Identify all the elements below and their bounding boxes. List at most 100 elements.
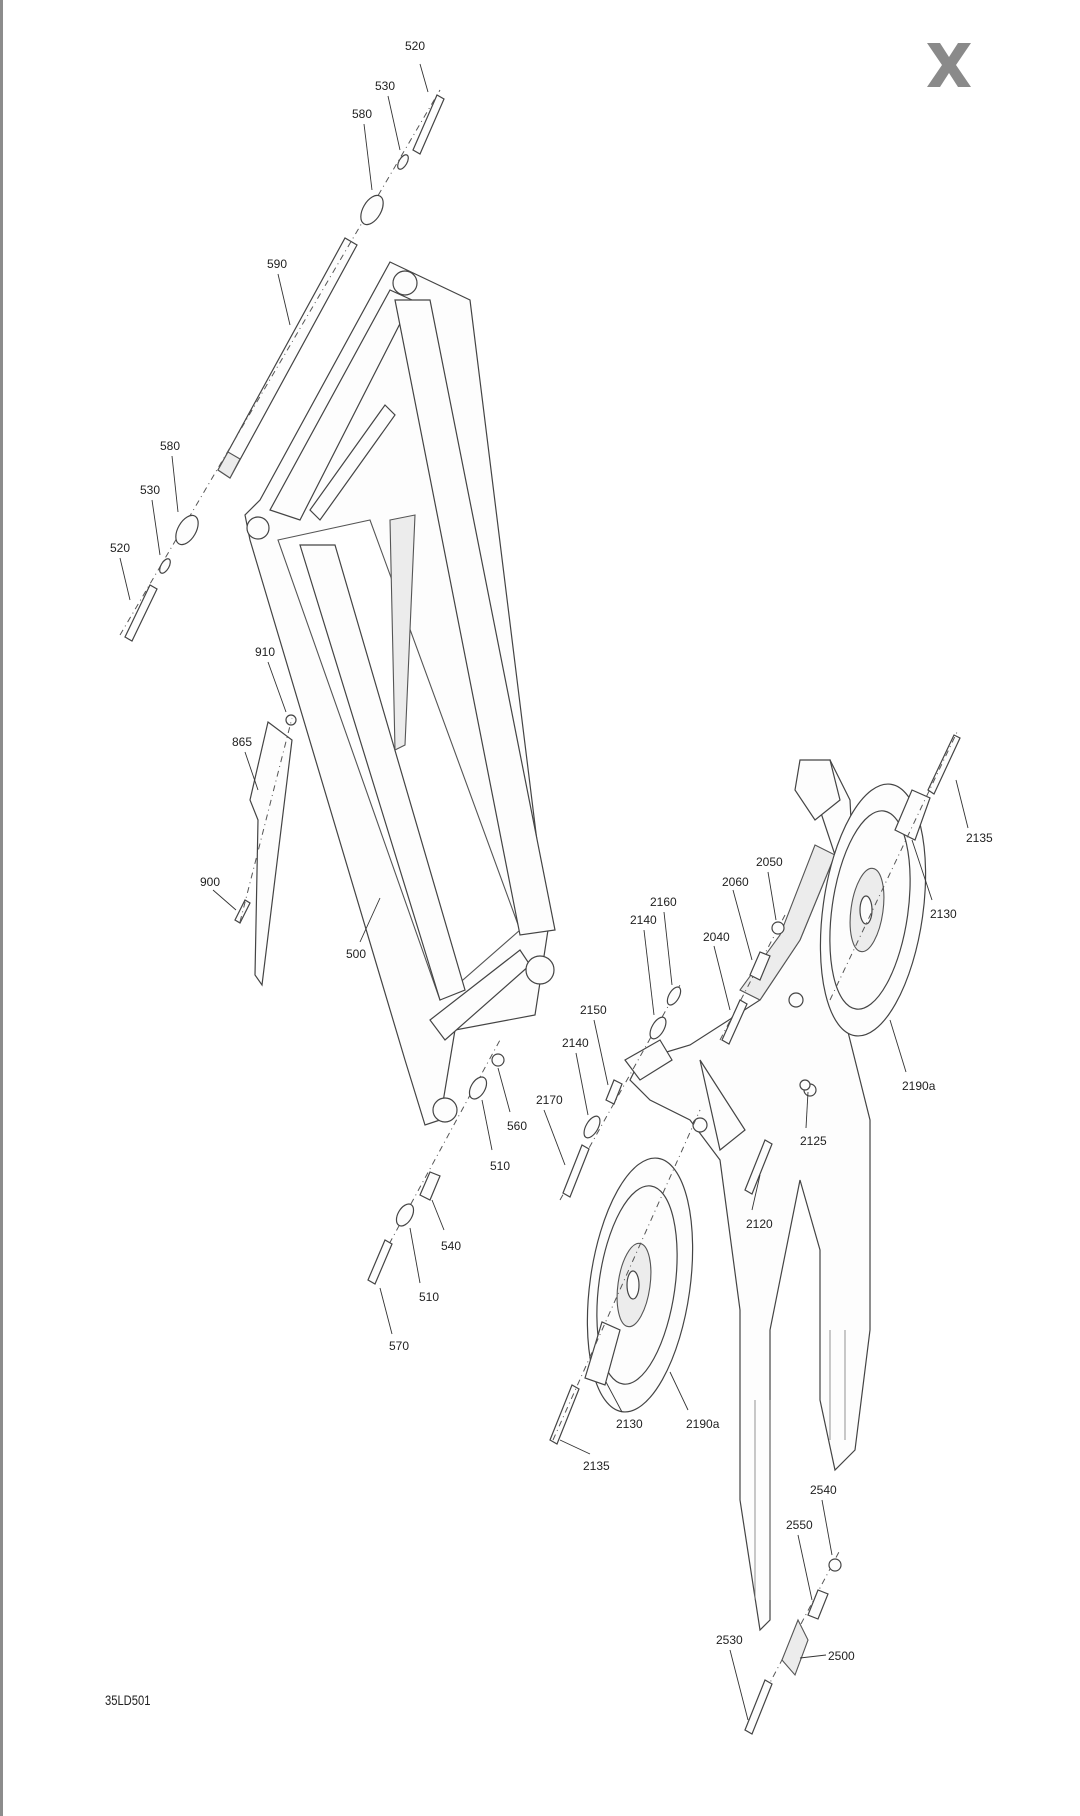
- bolt-2135-upper: [927, 734, 961, 795]
- callout-label: 2125: [800, 1134, 827, 1148]
- spacer-580-top: [360, 194, 384, 226]
- bolt-520-bottom: [124, 584, 158, 642]
- callout-label: 580: [352, 107, 372, 121]
- nut-560: [491, 1053, 505, 1067]
- front-pivot-group: [367, 1039, 505, 1285]
- callout-label: 900: [200, 875, 220, 889]
- callout-label: 520: [110, 541, 130, 555]
- bolt-2040: [721, 999, 748, 1045]
- callout-label: 2540: [810, 1483, 837, 1497]
- nut-2540: [828, 1558, 842, 1572]
- rear-arm-assembly: [244, 261, 556, 1126]
- washer-2140-lower: [583, 1115, 601, 1139]
- callout-label: 570: [389, 1339, 409, 1353]
- axis-line-upper-stack: [719, 914, 786, 1041]
- shaft-590-group: [119, 89, 445, 642]
- rear-frame-body: [629, 758, 871, 1632]
- close-button[interactable]: [918, 34, 980, 96]
- wheel-lower-bore: [626, 1270, 640, 1300]
- axis-line-front-pivot: [374, 1039, 501, 1271]
- callout-label: 2060: [722, 875, 749, 889]
- bolt-570: [367, 1239, 393, 1285]
- upper-hardware-stack: [719, 914, 811, 1195]
- callout-label: 530: [375, 79, 395, 93]
- arm-lower-eye: [525, 955, 555, 985]
- callout-label: 2530: [716, 1633, 743, 1647]
- rear-frame-front-eye: [624, 1039, 673, 1081]
- front-hardware-stack: [559, 984, 682, 1201]
- link-2500: [781, 1618, 809, 1677]
- washer-2140-upper: [649, 1016, 667, 1040]
- callout-label: 2550: [786, 1518, 813, 1532]
- left-edge-border: [0, 0, 3, 1816]
- callout-leaders: [119, 63, 969, 1721]
- arm-front-eye: [432, 1097, 458, 1123]
- axis-line-bracket: [239, 717, 293, 923]
- callout-label: 510: [490, 1159, 510, 1173]
- bushing-510-lower: [395, 1203, 415, 1227]
- arm-right-rail: [394, 299, 556, 936]
- arm-left-eye: [246, 516, 270, 540]
- callout-label: 530: [140, 483, 160, 497]
- callout-label: 2500: [828, 1649, 855, 1663]
- shaft-end: [217, 451, 241, 479]
- spacer-2150: [605, 1079, 623, 1105]
- rear-frame-gusset: [699, 1059, 746, 1152]
- spacer-540: [419, 1171, 441, 1201]
- callout-label: 910: [255, 645, 275, 659]
- wheel-upper-bore: [859, 895, 873, 925]
- nut-2160: [666, 986, 682, 1006]
- rear-frame-slot-right: [829, 1330, 846, 1440]
- spacer-2550: [807, 1589, 829, 1620]
- rear-frame-top-eye: [794, 759, 841, 821]
- callout-label: 2040: [703, 930, 730, 944]
- bushing-510-upper: [468, 1076, 488, 1100]
- nut-2050: [771, 921, 785, 935]
- axis-line-upper-wheel: [829, 729, 959, 1001]
- callout-label: 2190a: [902, 1079, 936, 1093]
- callout-label: 520: [405, 39, 425, 53]
- callout-label: 2135: [583, 1459, 610, 1473]
- nut-910: [285, 714, 297, 726]
- callout-label: 540: [441, 1239, 461, 1253]
- axis-line-lower-wheel: [552, 1109, 701, 1441]
- callout-label: 2120: [746, 1217, 773, 1231]
- arm-top-eye: [392, 270, 418, 296]
- bracket-865-group: [234, 714, 297, 987]
- callout-label: 590: [267, 257, 287, 271]
- bolt-2170: [562, 1144, 590, 1198]
- arm-shock-mount: [309, 404, 396, 521]
- callout-label: 560: [507, 1119, 527, 1133]
- bolt-520-top: [412, 94, 445, 155]
- callout-label: 2150: [580, 1003, 607, 1017]
- callout-label: 510: [419, 1290, 439, 1304]
- spacer-2130-lower: [584, 1321, 621, 1386]
- axis-line-shaft: [119, 89, 441, 636]
- bolt-2530: [744, 1679, 773, 1735]
- bolt-2120: [744, 1139, 773, 1195]
- close-icon: [927, 43, 971, 87]
- arm-bracket: [389, 514, 416, 751]
- washer-530-bottom: [159, 558, 171, 574]
- callout-label: 2050: [756, 855, 783, 869]
- callout-label: 2170: [536, 1093, 563, 1107]
- washer-530-top: [397, 154, 409, 170]
- callout-label: 2140: [562, 1036, 589, 1050]
- callout-label: 2140: [630, 913, 657, 927]
- rear-frame-slot-left: [754, 1400, 771, 1600]
- arm-left-rail: [299, 544, 466, 1001]
- callout-label: 2190a: [686, 1417, 720, 1431]
- bottom-hardware-stack: [744, 1549, 842, 1735]
- spacer-580-bottom: [175, 514, 199, 546]
- callout-label: 2135: [966, 831, 993, 845]
- wheel-2190a-upper: [819, 783, 927, 1037]
- spacer-2130-upper: [894, 789, 931, 841]
- nut-2125: [799, 1079, 811, 1091]
- callout-label: 2130: [930, 907, 957, 921]
- callout-label: 2160: [650, 895, 677, 909]
- spacer-2060: [749, 951, 771, 981]
- callout-label: 865: [232, 735, 252, 749]
- bracket-865: [249, 720, 293, 987]
- callout-label: 500: [346, 947, 366, 961]
